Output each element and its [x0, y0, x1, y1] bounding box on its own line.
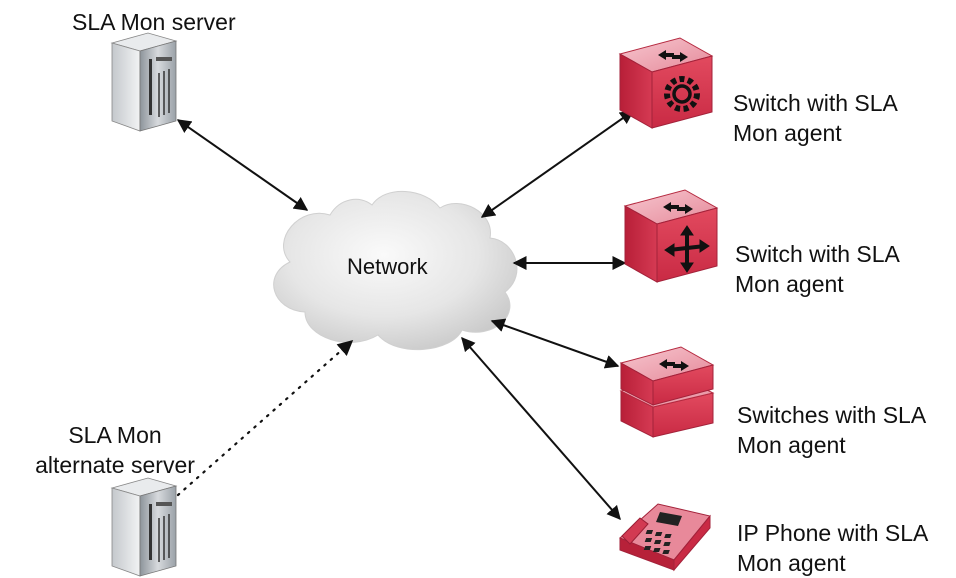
- agent-label-switch-2: Switch with SLA Mon agent: [735, 239, 900, 299]
- connectors: [176, 110, 635, 521]
- alternate-server-label: SLA Mon alternate server: [20, 420, 210, 480]
- server-tower-icon: [110, 477, 178, 577]
- agent-label-line1: Switches with SLA: [737, 402, 927, 428]
- agent-label-line1: IP Phone with SLA: [737, 520, 929, 546]
- switch-gear-icon: [618, 37, 714, 129]
- agent-label-line2: Mon agent: [733, 120, 842, 146]
- network-cloud: [273, 191, 518, 351]
- server-tower-icon: [110, 32, 178, 132]
- agent-label-switch-1: Switch with SLA Mon agent: [733, 88, 898, 148]
- connector-ip-phone: [461, 336, 621, 521]
- agent-label-stacked-switches: Switches with SLA Mon agent: [737, 400, 926, 460]
- network-label: Network: [347, 254, 428, 279]
- connector-primary-server: [176, 119, 309, 211]
- connector-stacked-switches: [490, 318, 620, 369]
- agent-label-line1: Switch with SLA: [735, 241, 900, 267]
- primary-server-label: SLA Mon server: [72, 9, 236, 35]
- alternate-server-label-line2: alternate server: [35, 452, 195, 478]
- agent-label-ip-phone: IP Phone with SLA Mon agent: [737, 518, 928, 578]
- agent-label-line2: Mon agent: [735, 271, 844, 297]
- stacked-switches-icon: [619, 346, 715, 438]
- ip-phone-icon: [619, 503, 711, 572]
- agent-label-line1: Switch with SLA: [733, 90, 898, 116]
- switch-arrows-icon: [623, 189, 719, 283]
- agent-label-line2: Mon agent: [737, 550, 846, 576]
- agent-label-line2: Mon agent: [737, 432, 846, 458]
- alternate-server-label-line1: SLA Mon: [68, 422, 162, 448]
- connector-switch-1: [480, 110, 635, 218]
